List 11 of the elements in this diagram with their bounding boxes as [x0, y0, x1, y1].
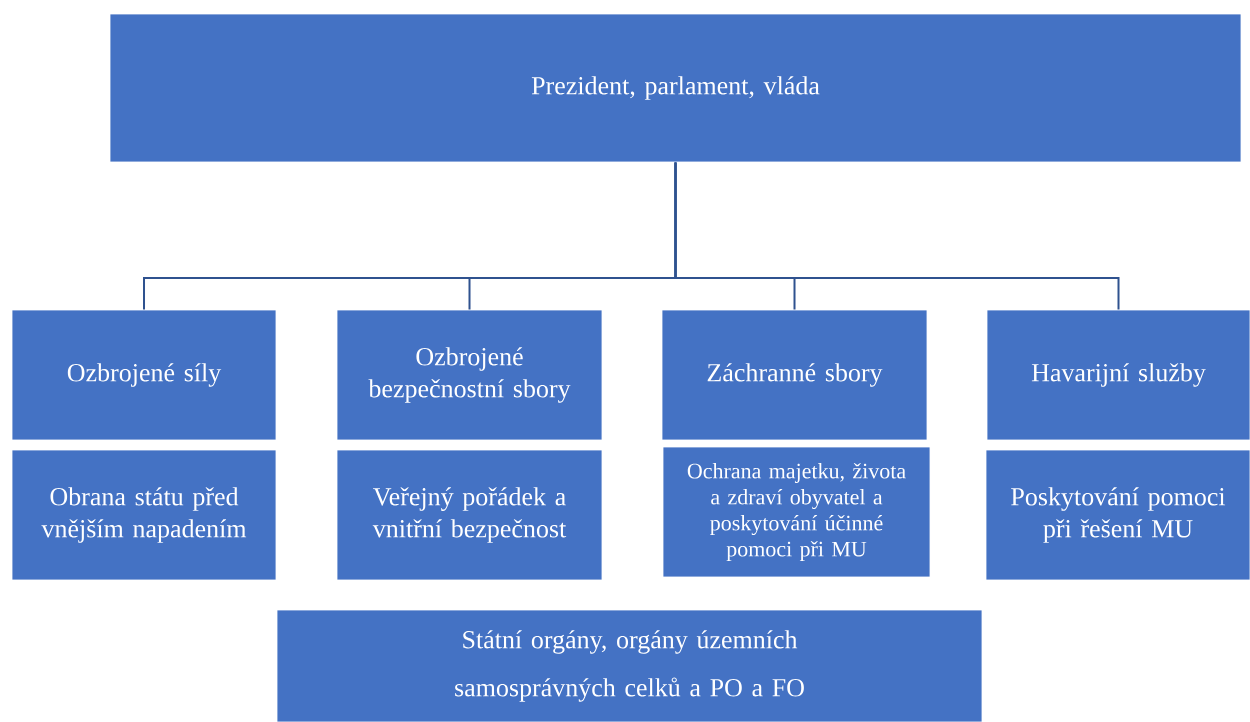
org-box: Záchranné sbory	[661, 309, 928, 441]
org-box: Státní orgány, orgány územních samosprávných celků a PO a FO	[276, 609, 983, 722]
org-box: Ozbrojené bezpečnostní sbory	[336, 309, 603, 441]
org-box: Prezident, parlament, vláda	[109, 13, 1242, 163]
connector-line	[674, 161, 1120, 311]
org-box: Ochrana majetku, života a zdraví obyvatel a poskytování účinné pomoci při MU	[662, 446, 931, 578]
org-box: Obrana státu před vnějším napadením	[11, 449, 277, 581]
org-box: Poskytování pomoci při řešení MU	[985, 449, 1250, 581]
org-box: Ozbrojené síly	[11, 309, 277, 441]
org-box: Havarijní služby	[986, 309, 1250, 441]
org-box: Veřejný pořádek a vnitřní bezpečnost	[336, 449, 603, 581]
